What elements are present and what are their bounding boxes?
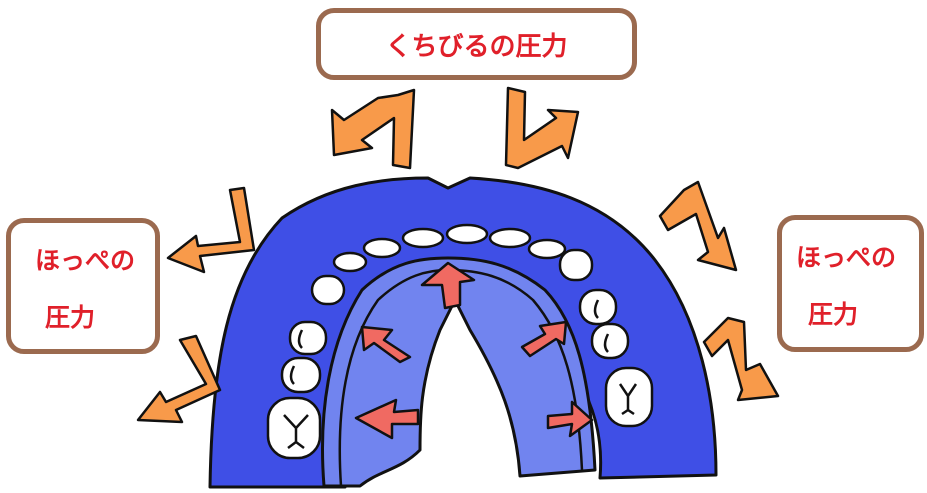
right-cheek-label-line1: ほっぺの	[796, 243, 897, 272]
inward-arrow-right-upper	[520, 320, 568, 358]
front-teeth	[332, 223, 567, 273]
left-cheek-label-line1: ほっぺの	[35, 246, 136, 275]
lip-pressure-label: くちびるの圧力	[385, 31, 568, 62]
lip-pressure-label-box: くちびるの圧力	[316, 8, 637, 80]
right-cheek-label-line2: 圧力	[808, 300, 859, 329]
inward-arrow-left-upper	[360, 325, 412, 364]
outward-arrow-right-upper	[658, 180, 738, 272]
outward-arrow-left-upper	[166, 186, 256, 274]
inward-arrows	[354, 261, 594, 440]
inward-arrow-right-lower	[546, 400, 594, 438]
left-cheek-pressure-label-box: ほっぺの 圧力	[6, 218, 160, 354]
outward-arrow-top-left	[330, 88, 416, 170]
outward-arrow-top-right	[504, 86, 580, 170]
left-teeth	[266, 274, 346, 460]
inward-arrow-top	[420, 261, 476, 310]
outward-arrow-left-lower	[136, 334, 222, 424]
left-cheek-label-line2: 圧力	[45, 303, 96, 332]
outward-arrows	[136, 86, 780, 424]
right-cheek-pressure-label-box: ほっぺの 圧力	[777, 215, 924, 352]
molar-marks	[283, 299, 638, 449]
outward-arrow-right-lower	[702, 316, 780, 402]
inward-arrow-left-lower	[354, 398, 420, 440]
